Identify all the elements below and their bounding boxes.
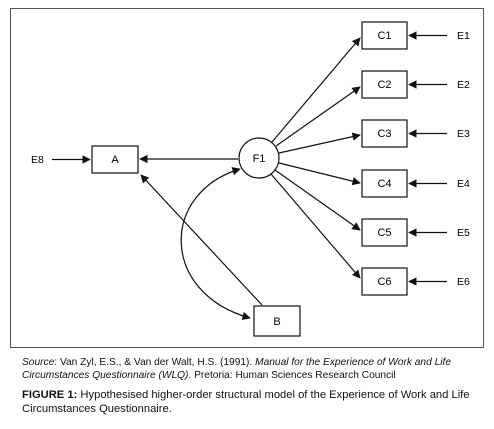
- source-label: Source: [22, 357, 55, 368]
- indicator-c5-box: [361, 218, 408, 247]
- figure-frame: C1 C2 C3 C4 C5 C6 E1 E2 E3: [10, 8, 484, 348]
- indicator-c5-label: C5: [377, 227, 391, 239]
- figure-label: FIGURE 1:: [22, 389, 78, 401]
- variable-a-label: A: [111, 154, 119, 166]
- loading-arrow-c3: [278, 132, 361, 154]
- source-authors: : Van Zyl, E.S., & Van der Walt, H.S. (1…: [54, 357, 256, 368]
- covariance-arc-b-f1: [180, 167, 251, 321]
- indicator-c4-box: [361, 169, 408, 198]
- indicator-c6-box: [361, 267, 408, 296]
- variable-b-box: [253, 305, 301, 337]
- indicator-c3: C3: [361, 119, 408, 148]
- source-title-part2: Circumstances Questionnaire (WLQ): [22, 370, 189, 381]
- error-label-e5: E5: [457, 227, 470, 239]
- variable-a: A: [91, 145, 139, 174]
- error-label-e3: E3: [457, 128, 470, 140]
- error-label-e8: E8: [31, 154, 44, 166]
- loading-arrow-c6: [270, 173, 361, 279]
- indicator-c5: C5: [361, 218, 408, 247]
- indicator-c4-label: C4: [377, 178, 391, 190]
- source-citation: Source: Van Zyl, E.S., & Van der Walt, H…: [22, 356, 484, 382]
- source-title-part1: Manual for the Experience of Work and Li…: [255, 357, 452, 368]
- indicator-c2: C2: [361, 70, 408, 99]
- indicator-c1-box: [361, 21, 408, 50]
- indicator-c3-box: [361, 119, 408, 148]
- path-diagram: C1 C2 C3 C4 C5 C6 E1 E2 E3: [10, 8, 484, 348]
- indicator-c3-label: C3: [377, 128, 391, 140]
- source-publisher: . Pretoria: Human Sciences Research Coun…: [188, 370, 396, 381]
- frame-border: [10, 8, 484, 348]
- error-label-e6: E6: [457, 276, 470, 288]
- variable-a-box: [91, 145, 139, 174]
- figure-caption: FIGURE 1: Hypothesised higher-order stru…: [22, 388, 484, 416]
- error-label-e2: E2: [457, 79, 470, 91]
- path-arrow-b-a: [140, 174, 263, 306]
- loading-arrow-c5: [274, 169, 361, 231]
- error-label-e4: E4: [457, 178, 470, 190]
- loading-arrow-c4: [278, 162, 361, 186]
- variable-b: B: [253, 305, 301, 337]
- indicator-c1: C1: [361, 21, 408, 50]
- loading-arrow-c2: [275, 86, 361, 147]
- figure-caption-text: Hypothesised higher-order structural mod…: [22, 389, 470, 415]
- indicator-c2-label: C2: [377, 79, 391, 91]
- factor-f1-label: F1: [253, 153, 266, 165]
- variable-b-label: B: [273, 316, 280, 328]
- caption-area: Source: Van Zyl, E.S., & Van der Walt, H…: [22, 356, 484, 416]
- indicator-c4: C4: [361, 169, 408, 198]
- indicator-c6: C6: [361, 267, 408, 296]
- loading-arrow-c1: [271, 37, 361, 143]
- error-label-e1: E1: [457, 30, 470, 42]
- indicator-c2-box: [361, 70, 408, 99]
- indicator-c1-label: C1: [377, 30, 391, 42]
- indicator-c6-label: C6: [377, 276, 391, 288]
- factor-f1: F1: [238, 137, 280, 179]
